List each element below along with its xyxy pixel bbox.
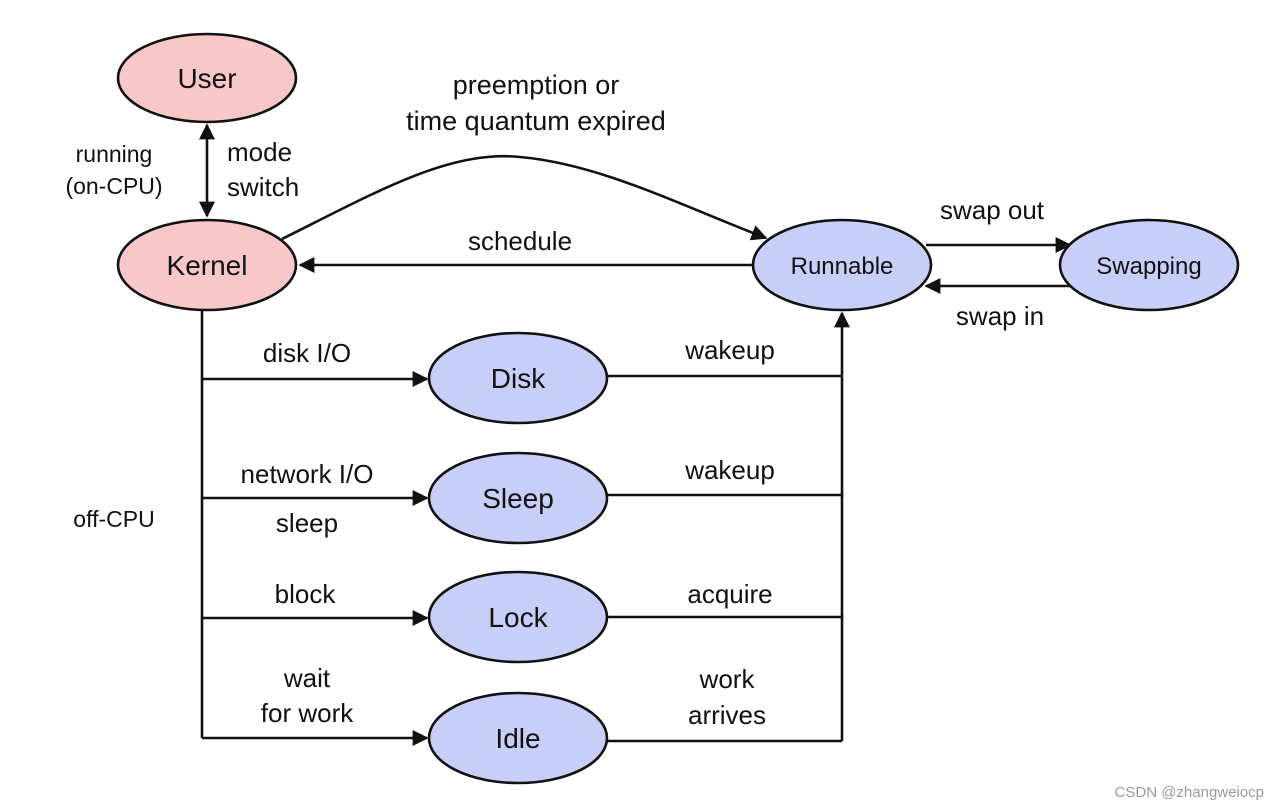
state-idle-label: Idle [495,723,540,754]
state-disk-label: Disk [491,363,546,394]
state-disk: Disk [427,331,609,425]
preemption-label-line2: time quantum expired [406,106,666,136]
state-sleep-label: Sleep [482,483,554,514]
wakeup-sleep-label: wakeup [684,455,775,485]
wakeup-disk-label: wakeup [684,335,775,365]
state-user: User [116,32,298,124]
preemption-label-line1: preemption or [453,70,620,100]
state-idle: Idle [427,691,609,785]
wait-label-line2: for work [261,698,354,728]
state-swapping-label: Swapping [1096,253,1201,280]
state-runnable: Runnable [751,218,933,312]
wait-label-line1: wait [283,663,331,693]
preemption-edge [281,154,768,241]
work-arrives-label-line1: work [699,664,756,694]
state-swapping: Swapping [1058,218,1240,312]
swap-in-label: swap in [956,301,1044,331]
state-sleep: Sleep [427,451,609,545]
schedule-label: schedule [468,226,572,256]
state-lock-label: Lock [488,602,548,633]
on-cpu-region-label: (on-CPU) [65,173,162,199]
state-kernel: Kernel [116,218,298,312]
sleep-transition-label: sleep [276,508,338,538]
swap-out-label: swap out [940,195,1045,225]
state-user-label: User [177,63,236,94]
mode-switch-label-line2: switch [227,172,299,202]
watermark-text: CSDN @zhangweiocp [1115,784,1264,801]
mode-switch-label-line1: mode [227,137,292,167]
acquire-label: acquire [687,579,772,609]
running-region-label: running [76,141,153,167]
block-label: block [275,579,337,609]
disk-io-label: disk I/O [263,338,351,368]
state-runnable-label: Runnable [791,253,894,280]
state-kernel-label: Kernel [167,250,248,281]
network-io-label: network I/O [241,459,374,489]
off-cpu-region-label: off-CPU [73,506,154,532]
work-arrives-label-line2: arrives [688,700,766,730]
state-lock: Lock [427,570,609,664]
